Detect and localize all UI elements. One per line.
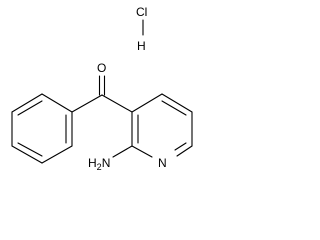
pyridine-ring: N (131, 93, 193, 170)
pyridine-bond-c3-c4 (131, 93, 163, 113)
phenyl-bond-2 (11, 93, 43, 113)
pyridine-bond-n-c2 (131, 145, 153, 158)
molecule-structure: Cl H O N H2N (11, 5, 193, 172)
amine-bond (112, 145, 133, 158)
carbonyl-group: O (71, 61, 133, 113)
pyridine-bond-c4-c5 (161, 93, 193, 113)
amine-label: H2N (88, 156, 110, 172)
phenyl-ring (11, 93, 73, 164)
amino-group: H2N (88, 145, 133, 172)
carbonyl-to-phenyl-bond (71, 94, 103, 113)
carbonyl-to-pyridine-bond (101, 94, 133, 113)
hcl-salt: Cl H (136, 5, 147, 53)
pyridine-bond-c6-n (176, 145, 193, 157)
phenyl-double-bond-b (17, 142, 43, 157)
phenyl-double-bond-a (17, 100, 43, 116)
pyridine-double-bond-b (174, 142, 187, 151)
hydrogen-label: H (137, 39, 146, 53)
chlorine-label: Cl (136, 5, 147, 19)
oxygen-label: O (97, 61, 106, 75)
pyridine-double-bond-a (161, 100, 187, 116)
ring-nitrogen-label: N (158, 156, 167, 170)
phenyl-bond-4 (11, 145, 43, 164)
phenyl-bond-5 (41, 145, 73, 164)
phenyl-bond-1 (41, 93, 73, 113)
